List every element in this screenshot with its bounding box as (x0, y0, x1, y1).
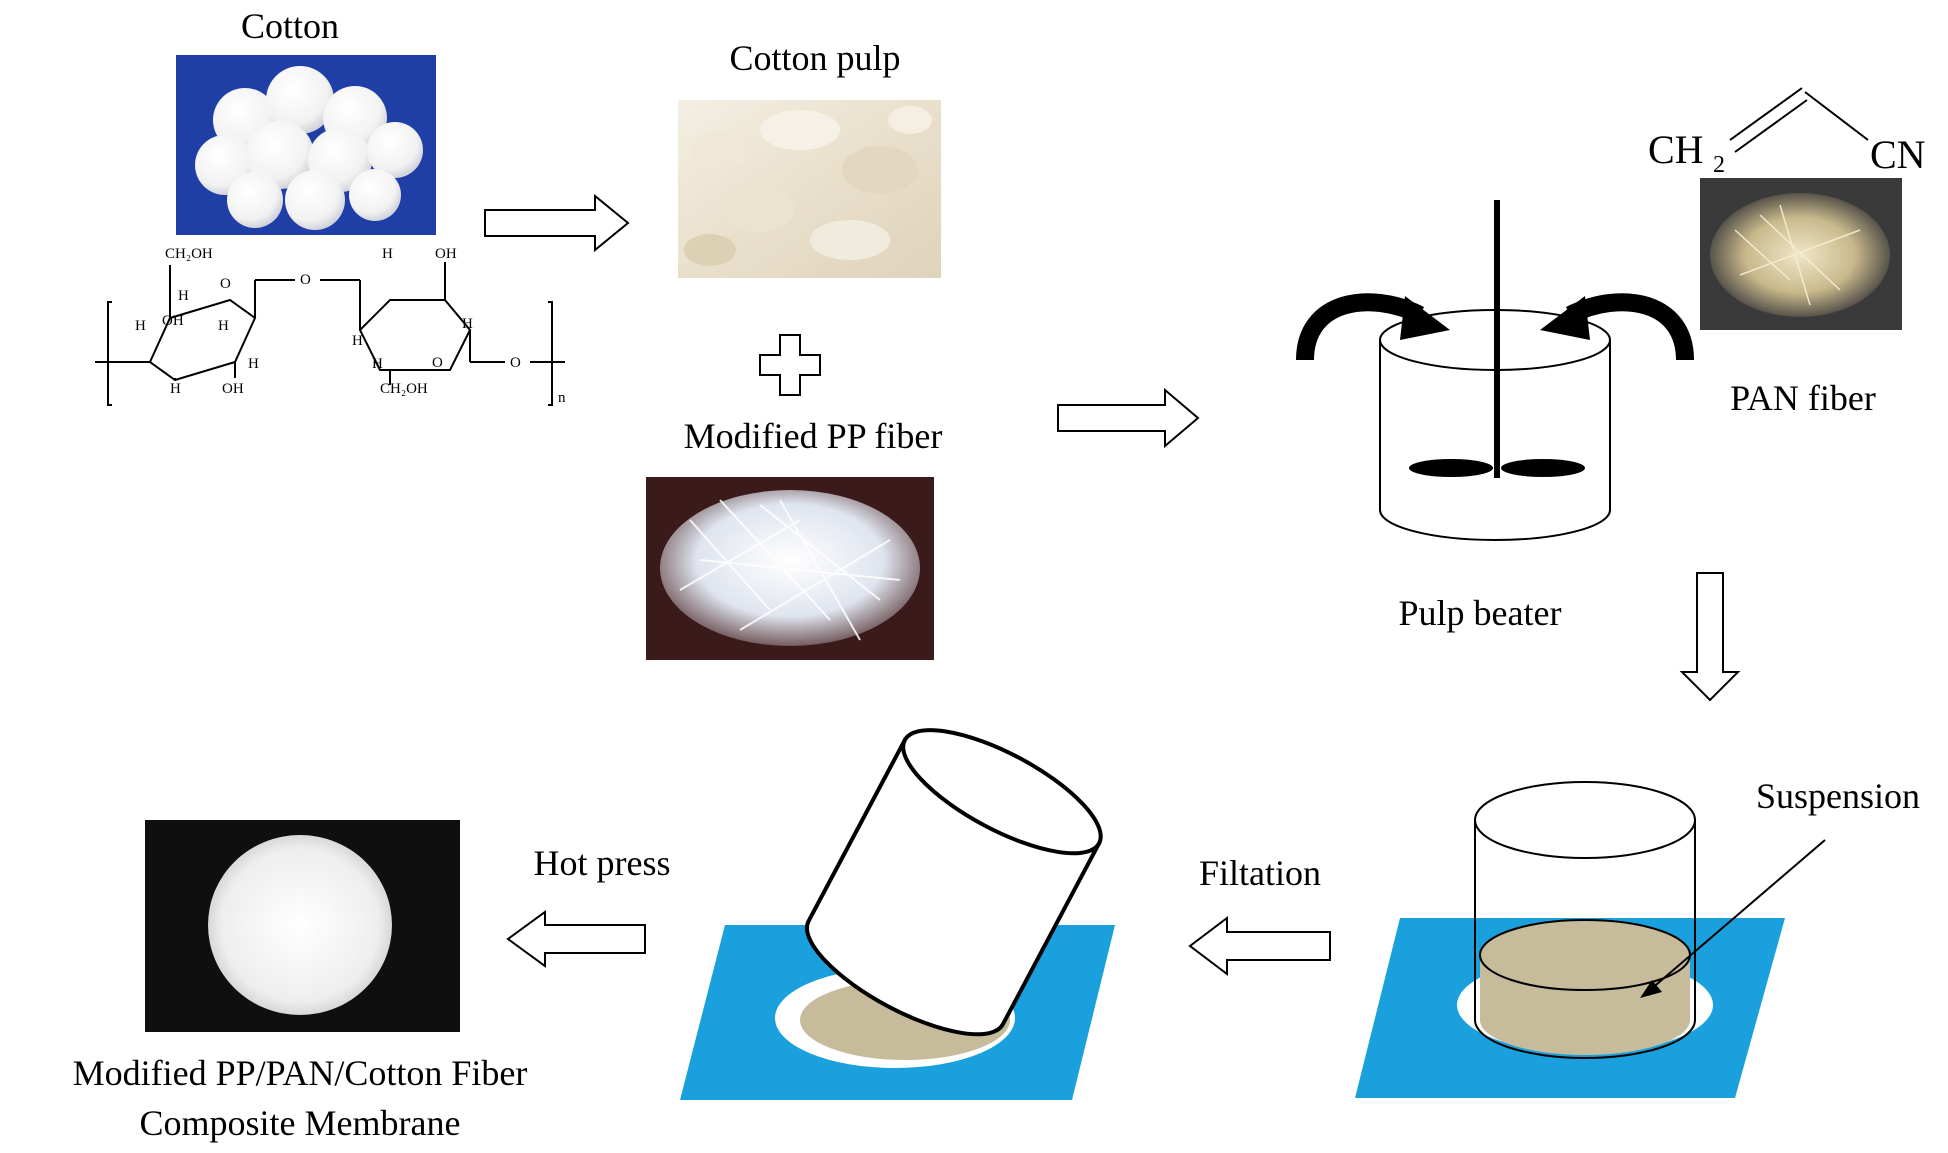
curved-arrow-right-head (1540, 296, 1590, 340)
h-ring2c: H (462, 316, 473, 332)
acrylonitrile-structure: CH 2 CN (1648, 87, 1926, 178)
curved-arrow-right (1565, 293, 1694, 361)
hot-press-label: Hot press (534, 843, 671, 883)
curved-arrow-left-head (1400, 296, 1450, 340)
pulp-beater-label: Pulp beater (1399, 593, 1562, 633)
o-right: O (510, 355, 521, 371)
beater-blade-right (1501, 459, 1585, 477)
suspension-pointer (1649, 839, 1826, 991)
plus-icon (759, 334, 821, 396)
left-bracket (107, 301, 112, 406)
h-ring1b: H (135, 318, 146, 334)
membrane-photo (145, 820, 460, 1032)
membrane-label-line2: Composite Membrane (140, 1103, 461, 1143)
suspension-beaker-rim (1474, 781, 1696, 859)
cotton-pulp-label: Cotton pulp (729, 38, 900, 78)
suspension-beaker (1474, 820, 1696, 1059)
right-bracket (548, 301, 553, 406)
o-ring1: O (220, 276, 231, 292)
o-bridge: O (300, 272, 311, 288)
cotton-balls (195, 66, 423, 230)
o-ring2: O (432, 355, 443, 371)
modified-pp-fiber-label: Modified PP fiber (684, 416, 943, 456)
beater-blade-left (1409, 459, 1493, 477)
oh-ring1: OH (162, 313, 184, 329)
h-ring1a: H (178, 288, 189, 304)
suspension-surface (1479, 919, 1691, 991)
pulp-beater (1296, 200, 1694, 541)
tilted-beaker (804, 728, 1103, 1037)
pan-fiber-photo (1700, 178, 1902, 330)
suspension-liquid (1480, 955, 1690, 1055)
oh-ring2: OH (435, 246, 457, 262)
ch2-subscript: 2 (1713, 152, 1725, 178)
ch2-text: CH (1648, 127, 1704, 172)
n-subscript: n (558, 390, 566, 406)
suspension-label: Suspension (1756, 776, 1920, 816)
membrane-disc (208, 835, 392, 1015)
ch2oh-bottom: CH₂OH (380, 381, 428, 397)
arrow-filtation (1188, 915, 1331, 977)
filtration-setup (680, 728, 1115, 1100)
arrow-down-to-suspension (1679, 572, 1741, 702)
suspension-setup (1355, 781, 1785, 1098)
h-ring1e: H (170, 381, 181, 397)
modified-pp-fiber-photo (646, 477, 934, 660)
glucose-ring-1 (148, 298, 257, 382)
filtation-label: Filtation (1199, 853, 1321, 893)
cotton-label: Cotton (241, 6, 339, 46)
oh-ring1b: OH (222, 381, 244, 397)
curved-arrow-left (1296, 293, 1425, 361)
ch2oh-top: CH₂OH (165, 246, 213, 262)
membrane-label-line1: Modified PP/PAN/Cotton Fiber (73, 1053, 528, 1093)
beater-body (1379, 340, 1611, 541)
pan-fiber-label: PAN fiber (1730, 378, 1876, 418)
arrow-cotton-to-pulp (484, 193, 630, 253)
h-ring2a: H (382, 246, 393, 262)
cn-text: CN (1870, 132, 1926, 177)
arrow-hot-press (506, 910, 646, 968)
cotton-pulp-photo (678, 100, 941, 278)
arrow-to-pulp-beater (1057, 387, 1200, 449)
cotton-photo (176, 55, 436, 235)
cellulose-structure: CH₂OH O H H OH H H H OH O H OH H H H O C… (95, 246, 566, 406)
h-ring1d: H (248, 356, 259, 372)
h-ring2b: H (352, 333, 363, 349)
h-ring1c: H (218, 318, 229, 334)
suspension-pointer-head (1640, 980, 1662, 998)
h-ring2d: H (372, 356, 383, 372)
